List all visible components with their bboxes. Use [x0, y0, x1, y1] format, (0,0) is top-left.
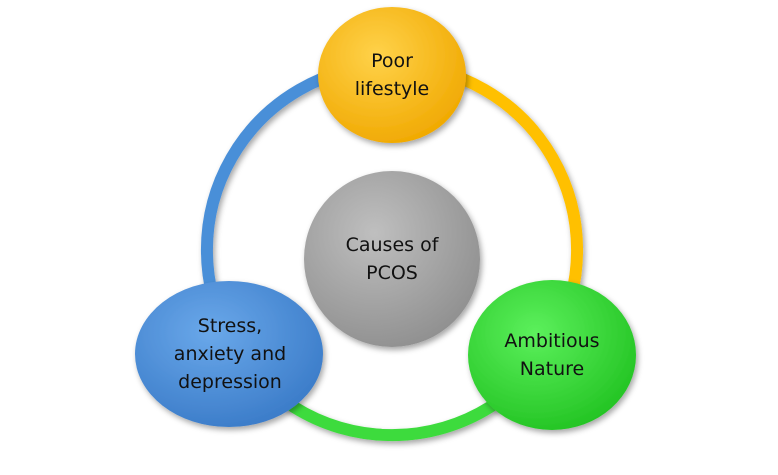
node-ambitious-nature — [468, 280, 636, 430]
center-node-causes-of-pcos — [304, 171, 480, 347]
node-stress-anxiety-depression — [135, 281, 323, 427]
node-poor-lifestyle — [318, 7, 466, 143]
